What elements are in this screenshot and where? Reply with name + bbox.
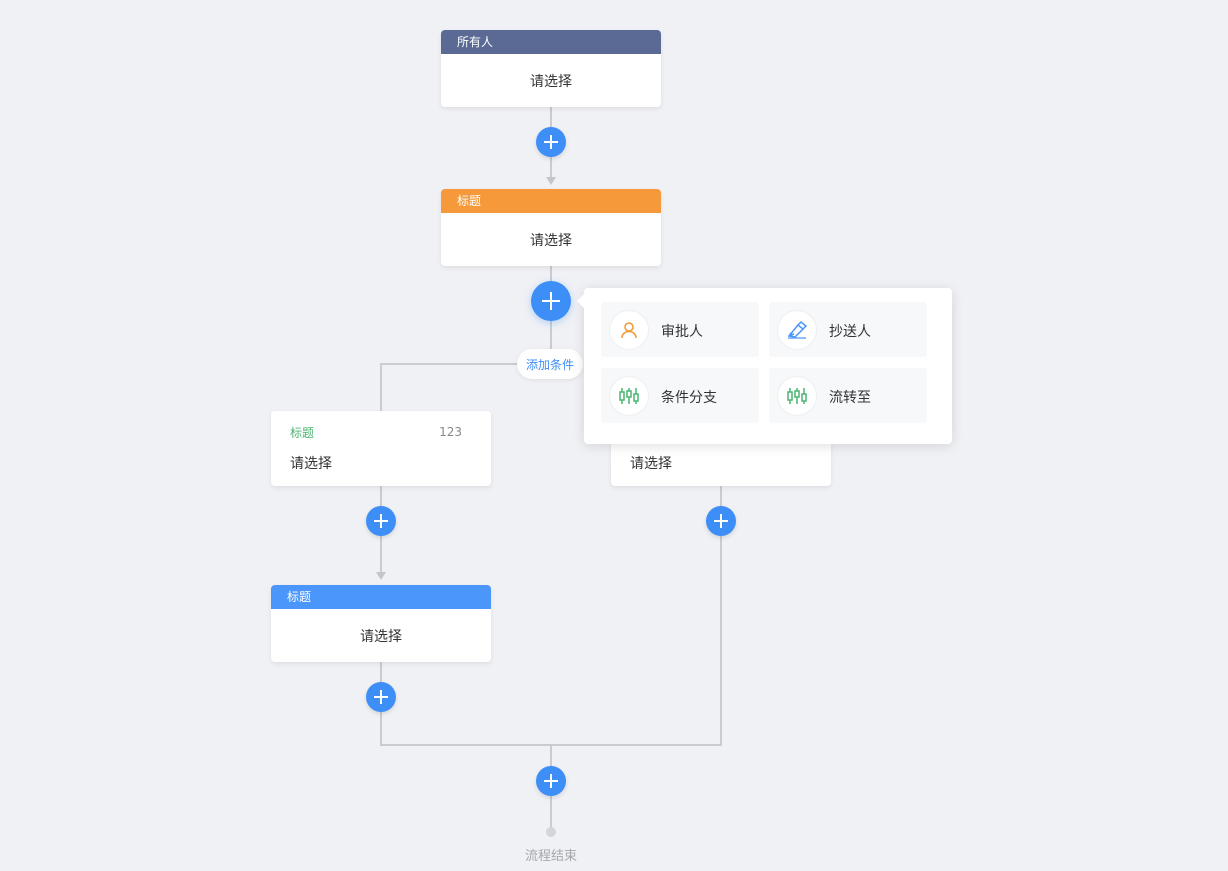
condition-title: 标题	[290, 426, 315, 440]
add-node-popover: 审批人 抄送人	[577, 288, 952, 444]
start-node-title: 所有人	[441, 30, 661, 54]
popover-item-flow[interactable]: 流转至	[769, 368, 927, 423]
arrow-down-icon	[546, 177, 556, 185]
connector-line	[380, 363, 552, 365]
popover-item-label: 抄送人	[829, 324, 871, 340]
send-icon	[777, 310, 817, 350]
approver-node-title: 标题	[441, 189, 661, 213]
condition-value: 请选择	[290, 456, 332, 472]
popover-item-label: 条件分支	[661, 390, 717, 406]
cc-node-value: 请选择	[360, 628, 402, 645]
add-node-button[interactable]	[366, 682, 396, 712]
popover-item-label: 审批人	[661, 324, 703, 340]
add-node-button[interactable]	[536, 766, 566, 796]
start-node-value: 请选择	[530, 73, 572, 90]
condition-priority: 123	[439, 425, 462, 439]
popover-item-label: 流转至	[829, 390, 871, 406]
user-icon	[609, 310, 649, 350]
popover-item-approver[interactable]: 审批人	[601, 302, 759, 357]
add-node-button[interactable]	[706, 506, 736, 536]
flow-icon	[777, 376, 817, 416]
start-node[interactable]: 所有人 请选择	[441, 30, 661, 107]
end-dot	[546, 827, 556, 837]
arrow-down-icon	[376, 572, 386, 580]
approver-node[interactable]: 标题 请选择	[441, 189, 661, 266]
add-node-button-active[interactable]	[531, 281, 571, 321]
popover-item-cc[interactable]: 抄送人	[769, 302, 927, 357]
add-node-button[interactable]	[536, 127, 566, 157]
cc-node-title: 标题	[271, 585, 491, 609]
add-condition-button[interactable]: 添加条件	[517, 349, 583, 379]
add-node-button[interactable]	[366, 506, 396, 536]
popover-caret	[577, 294, 584, 308]
connector-line	[720, 485, 722, 746]
connector-line	[380, 363, 382, 411]
condition-node-left[interactable]: 标题 123 请选择	[271, 411, 491, 486]
cc-node[interactable]: 标题 请选择	[271, 585, 491, 662]
approver-node-value: 请选择	[530, 232, 572, 249]
condition-value: 请选择	[630, 456, 672, 472]
branch-icon	[609, 376, 649, 416]
end-label: 流程结束	[524, 849, 577, 864]
popover-item-branch[interactable]: 条件分支	[601, 368, 759, 423]
